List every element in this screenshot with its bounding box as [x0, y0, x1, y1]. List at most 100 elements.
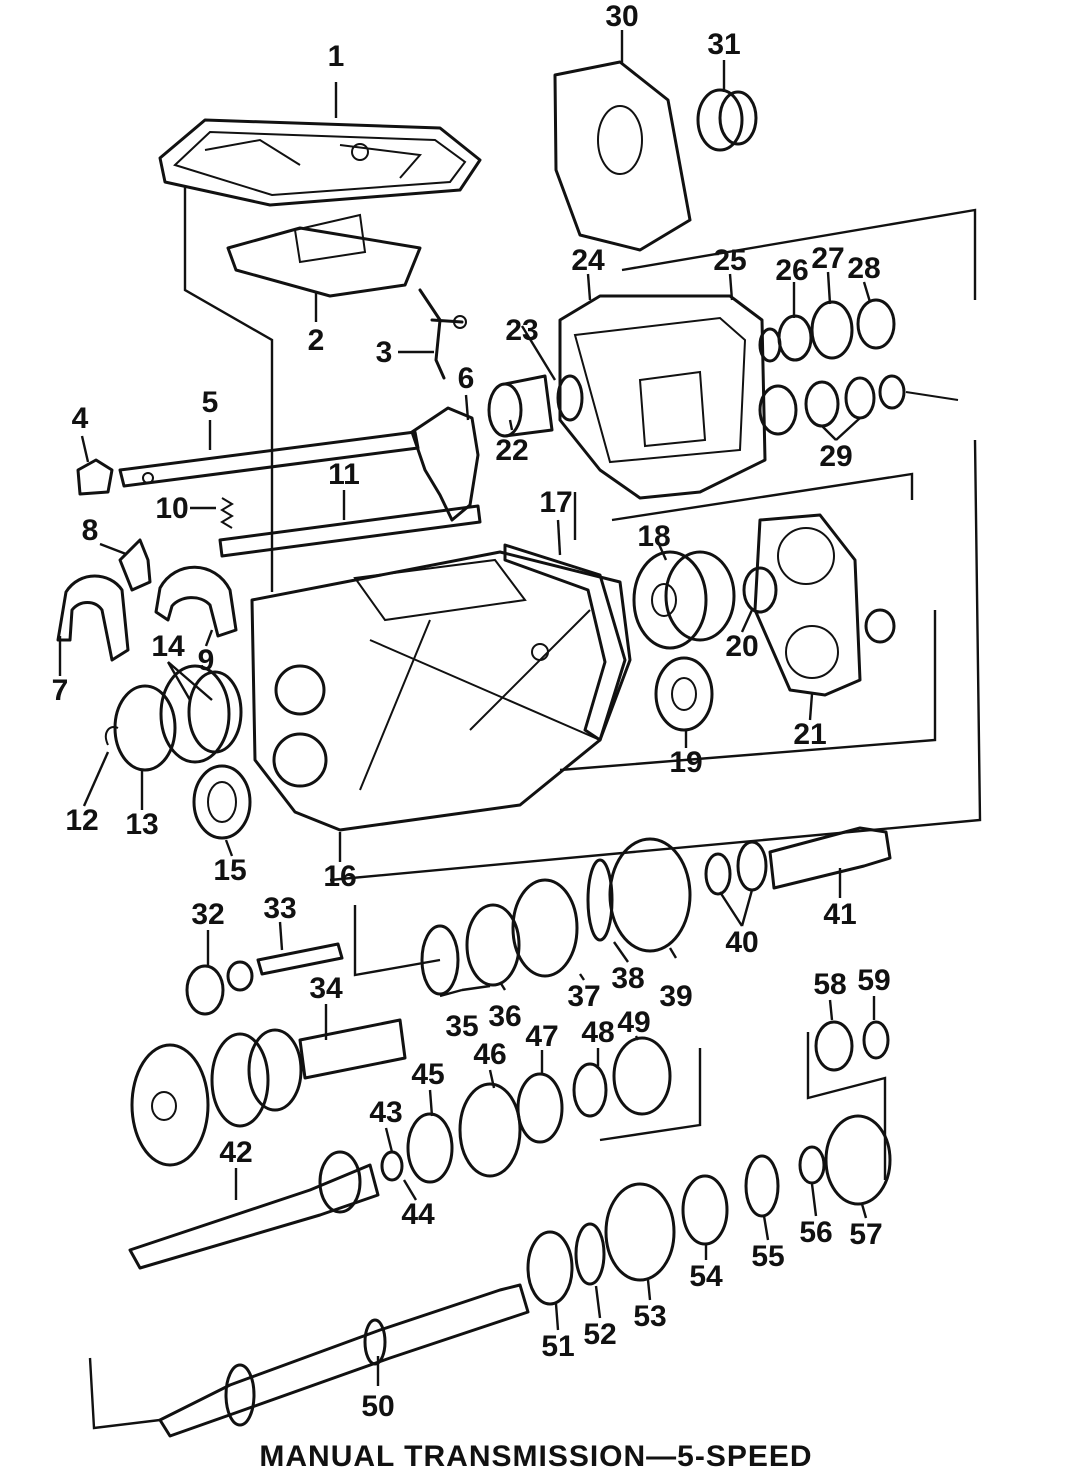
callout-28: 28 — [847, 252, 880, 285]
callout-1: 1 — [328, 40, 345, 73]
gear-39 — [608, 837, 692, 953]
callout-10: 10 — [155, 492, 188, 525]
gear-22 — [487, 374, 554, 438]
seal-58 — [814, 1020, 854, 1072]
part-drawings — [56, 60, 959, 1438]
callout-25: 25 — [713, 244, 746, 277]
shift-lug — [76, 458, 114, 496]
assembly-29 — [758, 374, 959, 436]
shift-fork-7 — [56, 574, 130, 662]
synchro-35 — [420, 924, 460, 996]
shaft-41 — [768, 826, 892, 890]
seal-31 — [696, 88, 758, 152]
case-gasket — [503, 543, 627, 742]
ring-52 — [574, 1222, 606, 1286]
callout-43: 43 — [369, 1096, 402, 1129]
callout-41: 41 — [823, 898, 856, 931]
callout-40: 40 — [725, 926, 758, 959]
callout-39: 39 — [659, 980, 692, 1013]
cover-gasket — [226, 213, 422, 298]
callout-16: 16 — [323, 860, 356, 893]
callout-42: 42 — [219, 1136, 252, 1169]
callout-52: 52 — [583, 1318, 616, 1351]
bearing-15 — [192, 764, 252, 840]
bearing-40 — [704, 840, 768, 896]
callout-22: 22 — [495, 434, 528, 467]
callout-26: 26 — [775, 254, 808, 287]
shift-fork-9 — [154, 565, 238, 638]
snap-ring-13 — [113, 684, 177, 772]
bearing-51 — [526, 1230, 574, 1306]
callout-6: 6 — [458, 362, 475, 395]
ring-55 — [744, 1154, 780, 1218]
callout-8: 8 — [82, 514, 99, 547]
gear-32 — [185, 960, 254, 1016]
callout-13: 13 — [125, 808, 158, 841]
callout-48: 48 — [581, 1016, 614, 1049]
gear-45 — [406, 1112, 454, 1184]
shift-fork-8 — [118, 538, 152, 592]
gear-53 — [604, 1182, 676, 1282]
callout-53: 53 — [633, 1300, 666, 1333]
callout-49: 49 — [617, 1006, 650, 1039]
callout-9: 9 — [198, 644, 215, 677]
callout-51: 51 — [541, 1330, 574, 1363]
callout-27: 27 — [811, 242, 844, 275]
callout-7: 7 — [52, 674, 69, 707]
callout-18: 18 — [637, 520, 670, 553]
callout-47: 47 — [525, 1020, 558, 1053]
interlock-lever — [418, 288, 464, 380]
callout-24: 24 — [571, 244, 605, 277]
top-cover — [158, 118, 482, 207]
seal-23 — [556, 374, 584, 422]
sleeve-37 — [511, 878, 579, 978]
race-28 — [856, 298, 896, 350]
callout-33: 33 — [263, 892, 296, 925]
callout-29: 29 — [819, 440, 852, 473]
callout-21: 21 — [793, 718, 826, 751]
callout-labels: 1 2 3 4 5 6 7 8 9 10 11 12 13 14 15 16 1… — [52, 0, 891, 1423]
callout-32: 32 — [191, 898, 224, 931]
gear-18 — [632, 550, 736, 650]
gear-48 — [572, 1062, 608, 1118]
bearing-19 — [654, 656, 714, 732]
callout-35: 35 — [445, 1010, 478, 1043]
gear-57 — [824, 1114, 892, 1206]
callout-58: 58 — [813, 968, 846, 1001]
callout-4: 4 — [72, 402, 89, 435]
callout-15: 15 — [213, 854, 246, 887]
callout-56: 56 — [799, 1216, 832, 1249]
ring-38 — [586, 858, 614, 942]
callout-50: 50 — [361, 1390, 394, 1423]
callout-30: 30 — [605, 0, 638, 33]
callout-44: 44 — [401, 1198, 435, 1231]
shaft-42 — [128, 1163, 380, 1270]
sleeve-46 — [458, 1082, 522, 1178]
shift-fork-6 — [410, 406, 480, 522]
bearing-54 — [681, 1174, 729, 1246]
race-20 — [742, 566, 778, 614]
callout-38: 38 — [611, 962, 644, 995]
ring-26 — [777, 314, 813, 362]
bearing-49 — [612, 1036, 672, 1116]
extension-housing — [558, 294, 767, 500]
transmission-case — [250, 550, 632, 832]
callout-31: 31 — [707, 28, 740, 61]
callout-54: 54 — [689, 1260, 723, 1293]
leader-lines — [58, 30, 876, 1386]
callout-34: 34 — [309, 972, 343, 1005]
callout-5: 5 — [202, 386, 219, 419]
cluster-gear — [130, 1018, 407, 1167]
callout-11: 11 — [328, 458, 360, 491]
callout-20: 20 — [725, 630, 758, 663]
shift-rail-11 — [218, 504, 482, 558]
diagram-caption: MANUAL TRANSMISSION—5-SPEED — [259, 1440, 813, 1473]
bracket-lines — [88, 186, 982, 1430]
shaft-33 — [256, 942, 344, 976]
callout-57: 57 — [849, 1218, 882, 1251]
washer-59 — [862, 1020, 890, 1060]
callout-23: 23 — [505, 314, 538, 347]
extension-gasket — [553, 60, 692, 252]
snap-ring-56 — [798, 1145, 826, 1185]
